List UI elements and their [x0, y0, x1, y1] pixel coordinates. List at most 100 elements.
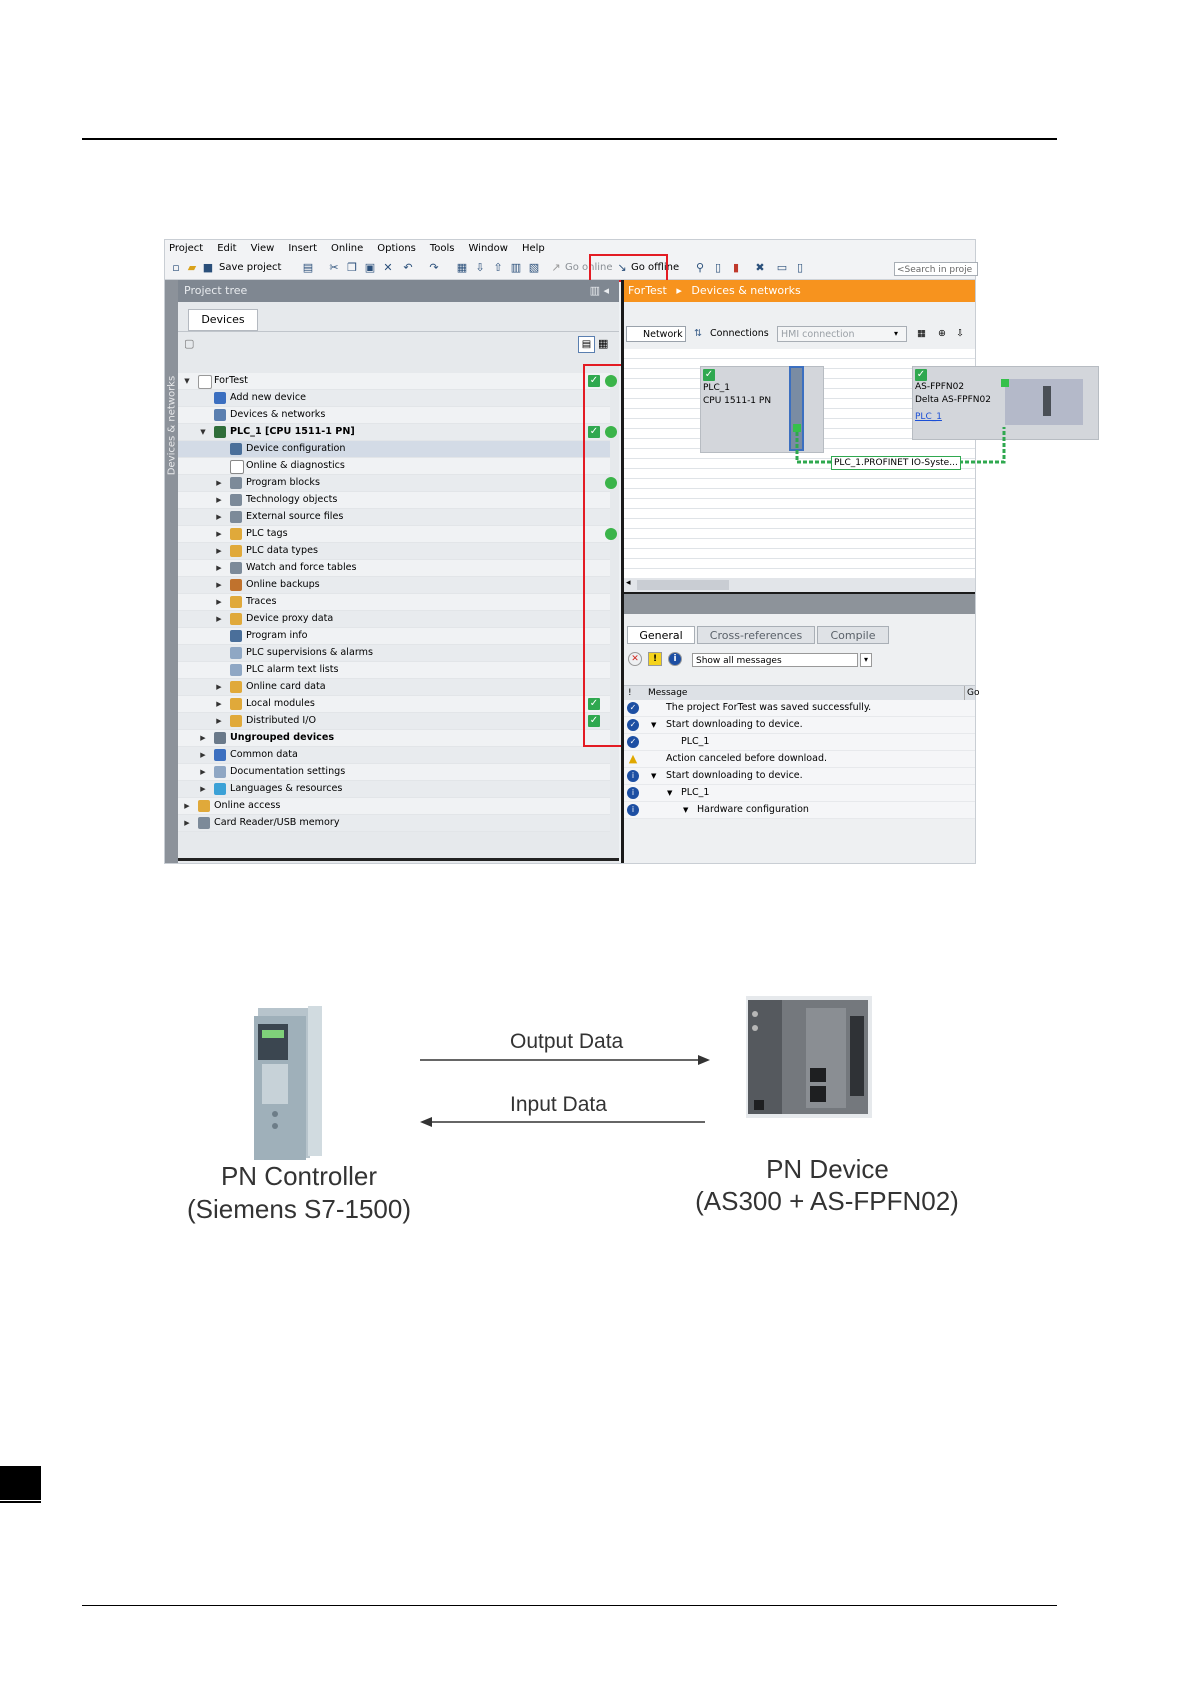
menu-online[interactable]: Online	[331, 243, 364, 254]
redo-icon[interactable]: ↷	[429, 261, 439, 274]
menu-edit[interactable]: Edit	[217, 243, 237, 254]
paste-icon[interactable]: ▣	[364, 261, 376, 274]
message-filter-select[interactable]: Show all messages	[692, 653, 858, 667]
tree-item[interactable]: ▶ Online card data	[178, 679, 610, 696]
copy-icon[interactable]: ❐	[347, 261, 357, 274]
expand-arrow-icon[interactable]: ▶	[200, 768, 206, 776]
connections-button[interactable]: Connections	[710, 328, 769, 339]
error-filter-icon[interactable]: ✕	[628, 652, 642, 666]
close-online-icon[interactable]: ✖	[755, 261, 765, 274]
new-project-icon[interactable]: ▫	[172, 261, 180, 274]
cross-reference-icon[interactable]: ▯	[714, 261, 722, 274]
tree-item[interactable]: ▶ Technology objects	[178, 492, 610, 509]
menu-window[interactable]: Window	[468, 243, 508, 254]
overview-icon[interactable]: ▤	[578, 336, 595, 353]
scrollbar-thumb[interactable]	[637, 580, 729, 590]
expand-arrow-icon[interactable]: ▶	[200, 734, 206, 742]
collapse-arrow-icon[interactable]: ▼	[200, 428, 206, 436]
simulation-icon[interactable]: ▥	[510, 261, 522, 274]
go-offline-button[interactable]: Go offline	[631, 262, 680, 273]
menu-insert[interactable]: Insert	[288, 243, 318, 254]
message-row[interactable]: ✓ PLC_1	[624, 734, 975, 751]
expand-arrow-icon[interactable]: ▶	[184, 819, 190, 827]
tree-item[interactable]: ▶ PLC data types	[178, 543, 610, 560]
tab-cross-references[interactable]: Cross-references	[697, 626, 815, 644]
tree-item[interactable]: ▶ Ungrouped devices	[178, 730, 610, 747]
tree-item[interactable]: ▶ Online backups	[178, 577, 610, 594]
chevron-down-icon[interactable]: ▾	[860, 653, 872, 667]
tree-item[interactable]: Device configuration	[178, 441, 610, 458]
collapse-arrow-icon[interactable]: ▼	[667, 789, 673, 797]
io-controller-link[interactable]: PLC_1	[915, 412, 942, 422]
menu-tools[interactable]: Tools	[429, 243, 455, 254]
network-view-canvas[interactable]: ✓ PLC_1 CPU 1511-1 PN ✓ AS-FPFN02 Delta …	[624, 349, 1099, 578]
cut-icon[interactable]: ✂	[329, 261, 339, 274]
split-horizontal-icon[interactable]: ▭	[776, 261, 788, 274]
tree-item[interactable]: ▶ Card Reader/USB memory	[178, 815, 610, 832]
message-row[interactable]: i ▼ Hardware configuration	[624, 802, 975, 819]
chevron-down-icon[interactable]: ▾	[894, 329, 899, 338]
expand-arrow-icon[interactable]: ▶	[216, 564, 222, 572]
tree-item[interactable]: ▶ External source files	[178, 509, 610, 526]
collapse-arrow-icon[interactable]: ▼	[184, 377, 190, 385]
tree-item[interactable]: ▼ PLC_1 [CPU 1511-1 PN] ✓	[178, 424, 617, 441]
collapse-arrow-icon[interactable]: ▼	[651, 772, 657, 780]
menu-options[interactable]: Options	[377, 243, 416, 254]
menu-project[interactable]: Project	[169, 243, 204, 254]
breadcrumb-page[interactable]: Devices & networks	[691, 284, 801, 297]
tree-item[interactable]: Devices & networks	[178, 407, 610, 424]
menu-help[interactable]: Help	[521, 243, 545, 254]
breadcrumb-project[interactable]: ForTest	[628, 284, 667, 297]
tree-item[interactable]: ▶ Online access	[178, 798, 610, 815]
table-view-icon[interactable]: ▦	[598, 337, 609, 350]
expand-arrow-icon[interactable]: ▶	[216, 496, 222, 504]
profinet-port-icon[interactable]	[793, 424, 801, 432]
expand-arrow-icon[interactable]: ▶	[216, 615, 222, 623]
collapse-arrow-icon[interactable]: ▼	[651, 721, 657, 729]
open-project-icon[interactable]: ▰	[187, 261, 197, 274]
expand-arrow-icon[interactable]: ▶	[200, 785, 206, 793]
network-button[interactable]: Network	[626, 326, 686, 342]
show-address-icon[interactable]: ▦	[917, 328, 926, 339]
tree-item[interactable]: ▶ Distributed I/O ✓	[178, 713, 610, 730]
tree-item[interactable]: ▶ Program blocks	[178, 475, 617, 492]
collapse-pane-icon[interactable]: ▥ ◂	[589, 284, 609, 297]
go-online-icon[interactable]: ↗	[551, 261, 561, 274]
expand-arrow-icon[interactable]: ▶	[216, 717, 222, 725]
scroll-left-icon[interactable]: ◂	[626, 578, 631, 588]
expand-arrow-icon[interactable]: ▶	[200, 751, 206, 759]
collapse-arrow-icon[interactable]: ▼	[683, 806, 689, 814]
expand-arrow-icon[interactable]: ▶	[216, 530, 222, 538]
expand-arrow-icon[interactable]: ▶	[184, 802, 190, 810]
tree-item[interactable]: PLC supervisions & alarms	[178, 645, 610, 662]
profinet-system-label[interactable]: PLC_1.PROFINET IO-Syste...	[831, 456, 961, 470]
message-row[interactable]: ✓ ▼ Start downloading to device.	[624, 717, 975, 734]
tree-item[interactable]: ▶ Documentation settings	[178, 764, 610, 781]
download-icon[interactable]: ⇩	[475, 261, 485, 274]
tree-item[interactable]: PLC alarm text lists	[178, 662, 610, 679]
message-row[interactable]: i ▼ Start downloading to device.	[624, 768, 975, 785]
info-filter-icon[interactable]: i	[668, 652, 682, 666]
tree-item[interactable]: Add new device	[178, 390, 610, 407]
compile-icon[interactable]: ▦	[456, 261, 468, 274]
go-online-button[interactable]: Go online	[565, 262, 613, 273]
horizontal-scrollbar[interactable]: ◂	[624, 578, 975, 592]
tree-item[interactable]: ▶ Common data	[178, 747, 610, 764]
split-vertical-icon[interactable]: ▯	[796, 261, 804, 274]
tab-compile[interactable]: Compile	[817, 626, 889, 644]
menu-view[interactable]: View	[250, 243, 275, 254]
devices-networks-side-tab[interactable]: Devices & networks	[165, 280, 178, 863]
tree-item[interactable]: ▶ Device proxy data	[178, 611, 610, 628]
tree-item[interactable]: ▶ Traces	[178, 594, 610, 611]
tree-item[interactable]: ▶ PLC tags	[178, 526, 617, 543]
tab-general[interactable]: General	[627, 626, 695, 644]
message-row[interactable]: ✓ The project ForTest was saved successf…	[624, 700, 975, 717]
monitoring-icon[interactable]: ▮	[732, 261, 740, 274]
connections-icon[interactable]: ⇅	[694, 328, 702, 339]
zoom-icon[interactable]: ⊕	[938, 328, 946, 339]
start-cpu-icon[interactable]: ▧	[528, 261, 540, 274]
pane-divider[interactable]	[621, 280, 624, 863]
col-message-header[interactable]: Message	[648, 688, 688, 698]
print-icon[interactable]: ▤	[302, 261, 314, 274]
editor-inspector-divider[interactable]	[624, 592, 975, 594]
